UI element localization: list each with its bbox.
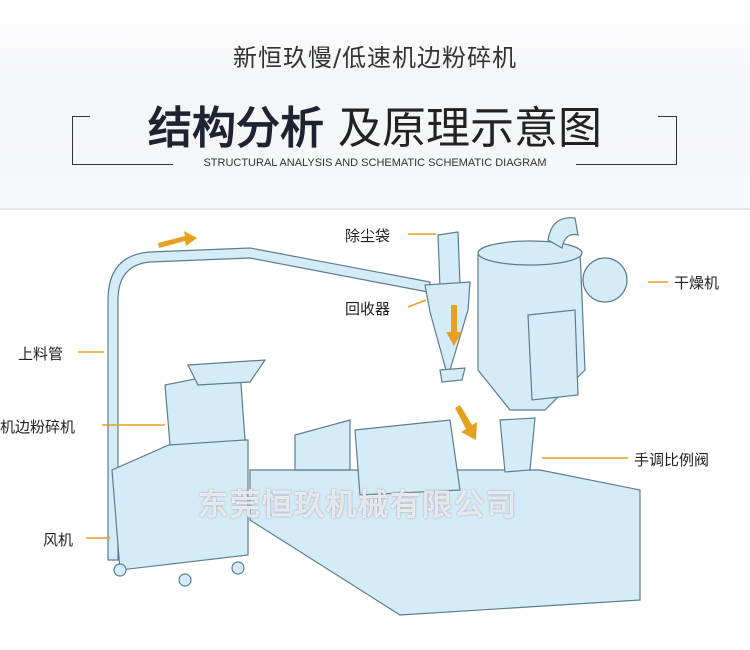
label-crusher: 机边粉碎机 bbox=[0, 418, 76, 436]
recycler bbox=[424, 281, 471, 371]
flow-arrow-3 bbox=[455, 405, 477, 440]
right-bracket-top bbox=[658, 116, 676, 117]
dryer-blower bbox=[582, 257, 628, 303]
header: 新恒玖慢/低速机边粉碎机 结构分析 及原理示意图 STRUCTURAL ANAL… bbox=[0, 0, 750, 210]
left-bracket bbox=[72, 116, 173, 165]
dust-bag bbox=[437, 231, 461, 289]
crusher bbox=[111, 439, 249, 571]
label-feed-pipe: 上料管 bbox=[18, 345, 64, 363]
label-recycler: 回收器 bbox=[345, 300, 391, 318]
leader-recycler bbox=[407, 299, 427, 308]
right-bracket bbox=[576, 116, 677, 165]
page-title: 结构分析 及原理示意图 bbox=[0, 92, 750, 156]
label-fan: 风机 bbox=[43, 531, 74, 549]
title-light: 及原理示意图 bbox=[324, 103, 602, 154]
subtitle: 新恒玖慢/低速机边粉碎机 bbox=[232, 44, 518, 72]
label-dust-bag: 除尘袋 bbox=[345, 227, 391, 245]
watermark: 东莞恒玖机械有限公司 bbox=[198, 488, 518, 523]
label-valve: 手调比例阀 bbox=[634, 451, 710, 469]
flow-arrow-2 bbox=[446, 305, 462, 346]
title-bold: 结构分析 bbox=[148, 103, 324, 154]
left-bracket-top bbox=[72, 116, 90, 117]
label-dryer: 干燥机 bbox=[674, 274, 720, 292]
machine-diagram bbox=[78, 217, 668, 616]
english-subtitle: STRUCTURAL ANALYSIS AND SCHEMATIC SCHEMA… bbox=[203, 157, 547, 169]
flow-arrow-1 bbox=[158, 231, 197, 248]
machine-base bbox=[249, 469, 641, 616]
